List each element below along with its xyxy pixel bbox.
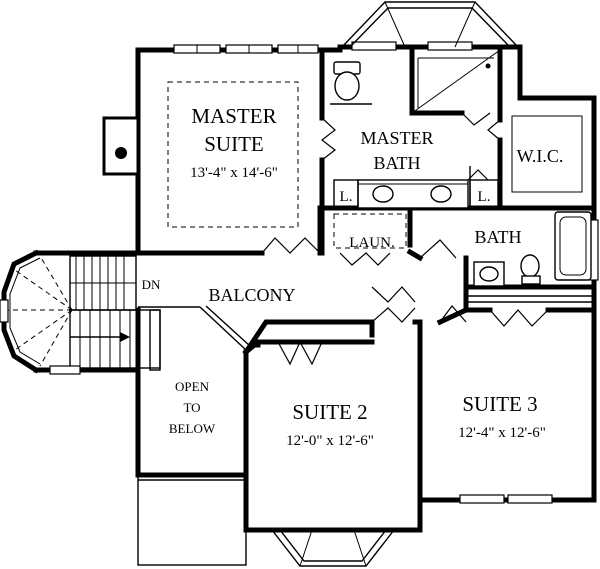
master-bath-label-1: MASTER bbox=[360, 128, 433, 148]
open-below-label-1: OPEN bbox=[175, 379, 210, 394]
master-suite-size: 13'-4" x 14'-6" bbox=[190, 165, 278, 181]
stair-turret bbox=[1, 249, 73, 374]
balcony-label: BALCONY bbox=[208, 285, 295, 305]
windows bbox=[0, 41, 599, 504]
linen-left-label: L. bbox=[340, 189, 353, 205]
balcony-railing bbox=[138, 295, 594, 351]
suite3-size: 12'-4" x 12'-6" bbox=[458, 425, 546, 441]
doors bbox=[261, 112, 549, 366]
master-suite-label-2: SUITE bbox=[204, 132, 264, 156]
fixtures bbox=[330, 49, 592, 287]
laundry-label: LAUN. bbox=[349, 235, 394, 251]
room-labels: MASTER SUITE 13'-4" x 14'-6" MASTER BATH… bbox=[142, 104, 564, 449]
suite2-label: SUITE 2 bbox=[292, 400, 367, 424]
open-to-below bbox=[137, 474, 247, 566]
master-ceiling-outline bbox=[167, 81, 299, 228]
top-bay bbox=[341, 1, 519, 48]
open-below-label-2: TO bbox=[183, 400, 200, 415]
open-below-label-3: BELOW bbox=[169, 421, 216, 436]
chimney bbox=[102, 116, 140, 176]
bath-label: BATH bbox=[474, 227, 521, 247]
master-suite-label-1: MASTER bbox=[191, 104, 276, 128]
suite2-size: 12'-0" x 12'-6" bbox=[286, 433, 374, 449]
stair-treads bbox=[69, 255, 161, 371]
bottom-bay bbox=[271, 529, 395, 567]
wic-label: W.I.C. bbox=[517, 146, 564, 166]
linen-right-label: L. bbox=[478, 189, 491, 205]
master-bath-label-2: BATH bbox=[373, 153, 420, 173]
stair-down-label: DN bbox=[142, 277, 161, 292]
suite3-label: SUITE 3 bbox=[462, 392, 537, 416]
